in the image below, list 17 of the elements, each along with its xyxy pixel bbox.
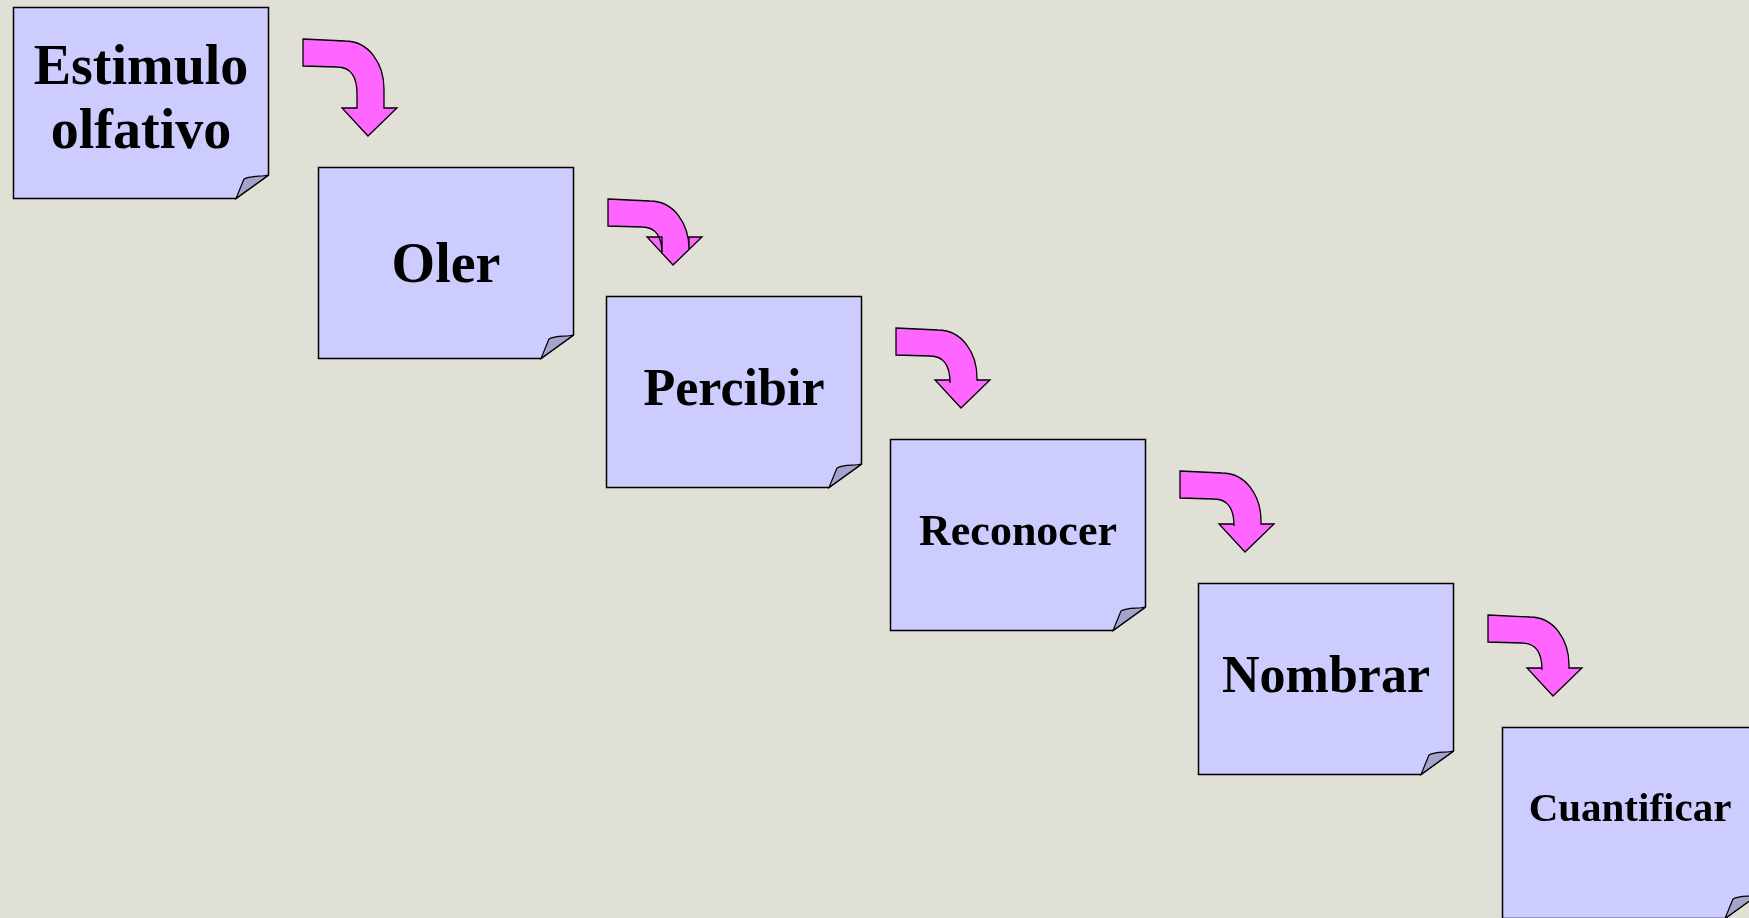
curved-arrow (1487, 614, 1583, 697)
curved-arrow (607, 198, 703, 266)
step-label: Reconocer (919, 505, 1117, 557)
step-label: Estimulo olfativo (32, 32, 250, 162)
note-box (606, 296, 862, 488)
note-box (890, 439, 1146, 631)
step-label: Cuantificar (1528, 784, 1732, 832)
note-box (318, 167, 574, 359)
step-label: Oler (391, 230, 501, 296)
note-box (1502, 727, 1749, 918)
note-box (1198, 583, 1454, 775)
step-label: Nombrar (1222, 645, 1430, 705)
curved-arrow (895, 327, 991, 409)
curved-arrow (302, 38, 398, 137)
step-label: Percibir (643, 358, 825, 418)
note-box (13, 7, 269, 199)
curved-arrow (1179, 470, 1275, 553)
